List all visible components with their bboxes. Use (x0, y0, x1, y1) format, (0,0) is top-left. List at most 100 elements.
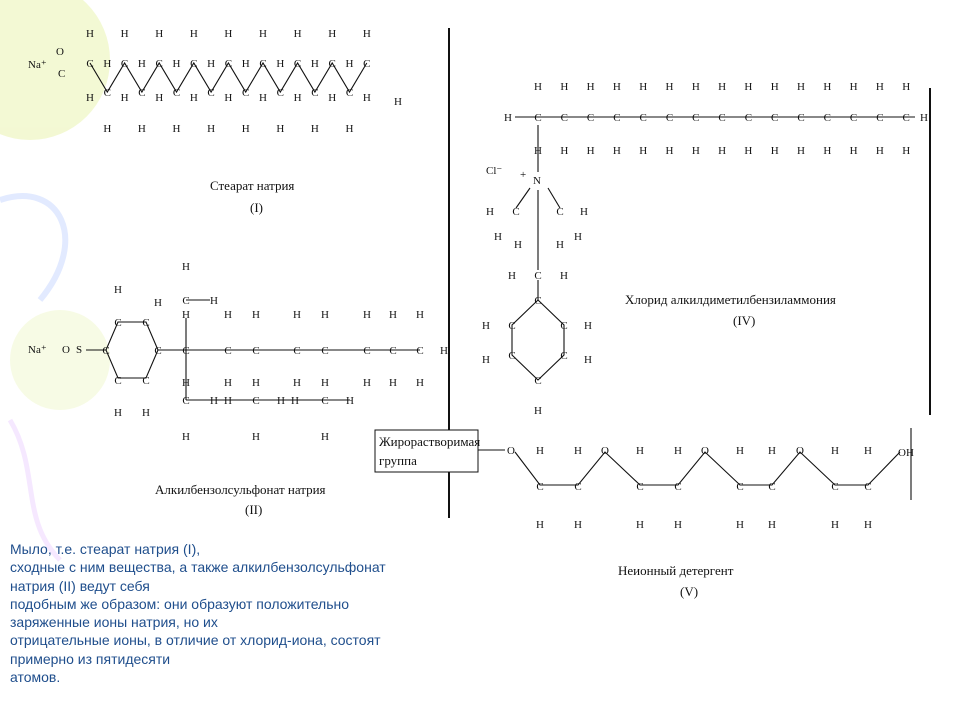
atom-h: H (224, 28, 232, 40)
atom-h: H (294, 28, 302, 40)
atom-c: C (674, 481, 681, 493)
atom-h: H (823, 81, 831, 93)
atom-h: H (560, 81, 568, 93)
atom-c: C (587, 112, 594, 124)
atom-h: H (224, 377, 232, 389)
atom-h: H (207, 123, 215, 135)
atom-h: H (155, 92, 163, 104)
atom-h: H (291, 395, 299, 407)
atom-h: H (294, 92, 302, 104)
atom-h: H (666, 145, 674, 157)
atom-c: C (321, 395, 328, 407)
atom-c-carboxyl: C (58, 68, 65, 80)
lipophilic-group-line1: Жирорастворимая (379, 434, 480, 449)
sodium-ion: Na⁺ (28, 344, 47, 356)
atom-c: C (534, 295, 541, 307)
atom-h: H (182, 309, 190, 321)
atom-h: H (744, 81, 752, 93)
atom-h: H (103, 58, 111, 70)
atom-c: C (154, 345, 161, 357)
atom-h: H (587, 81, 595, 93)
atom-h: H (536, 445, 544, 457)
atom-h: H (276, 123, 284, 135)
atom-h: H (666, 81, 674, 93)
atom-h: H (321, 309, 329, 321)
atom-h: H (744, 145, 752, 157)
caption-line: подобным же образом: они образуют положи… (10, 595, 350, 612)
atom-h-terminal: H (504, 112, 512, 124)
atom-h: H (142, 407, 150, 419)
atom-c: C (114, 317, 121, 329)
atom-h: H (876, 145, 884, 157)
atom-c: C (768, 481, 775, 493)
atom-h: H (636, 445, 644, 457)
atom-h: H (560, 270, 568, 282)
atom-h: H (536, 519, 544, 531)
atom-h: H (224, 395, 232, 407)
atom-c: C (534, 112, 541, 124)
atom-c: C (692, 112, 699, 124)
atom-c: C (561, 112, 568, 124)
atom-h: H (210, 295, 218, 307)
atom-h: H (346, 395, 354, 407)
atom-c: C (321, 345, 328, 357)
atom-c: C (850, 112, 857, 124)
atom-h: H (534, 405, 542, 417)
atom-c: C (121, 58, 128, 70)
atom-o: O (601, 445, 609, 457)
atom-h: H (574, 231, 582, 243)
atom-c: C (560, 350, 567, 362)
atom-c: C (224, 345, 231, 357)
atom-h: H (277, 395, 285, 407)
atom-h: H (363, 92, 371, 104)
atom-h: H (584, 354, 592, 366)
atom-c: C (142, 375, 149, 387)
atom-c: C (102, 345, 109, 357)
atom-h: H (574, 445, 582, 457)
atom-c: C (797, 112, 804, 124)
atom-c: C (293, 345, 300, 357)
atom-h: H (224, 309, 232, 321)
atom-h: H (346, 123, 354, 135)
atom-h: H (613, 81, 621, 93)
atom-c: C (718, 112, 725, 124)
atom-c: C (636, 481, 643, 493)
stearate-chain (89, 61, 368, 94)
atom-h: H (328, 28, 336, 40)
atom-o-sulfonate: O (62, 344, 70, 356)
atom-h: H (876, 81, 884, 93)
atom-h: H (636, 519, 644, 531)
chloride-ion: Cl⁻ (486, 165, 502, 177)
atom-h: H (797, 145, 805, 157)
atom-h: H (155, 28, 163, 40)
caption-line: заряженные ионы натрия, но их (10, 614, 218, 631)
atom-c: C (363, 58, 370, 70)
atom-h: H (138, 58, 146, 70)
atom-h: H (534, 81, 542, 93)
nonionic-number: (V) (680, 584, 698, 599)
atom-h: H (580, 206, 588, 218)
atom-c: C (104, 87, 111, 99)
background-decoration (0, 0, 110, 562)
atom-h: H (416, 309, 424, 321)
atom-h: H (182, 377, 190, 389)
alkylbenzenesulfonate-name: Алкилбензолсульфонат натрия (155, 482, 326, 497)
atom-h: H (190, 92, 198, 104)
atom-h-terminal: H (920, 112, 928, 124)
atom-h: H (207, 58, 215, 70)
atom-o-carboxyl: O (56, 46, 64, 58)
plus-sign: + (520, 169, 526, 181)
benzene-ring-ii (105, 321, 159, 379)
atom-s-sulfonate: S (76, 344, 82, 356)
atom-oh-terminal: OH (898, 447, 914, 459)
atom-h: H (182, 431, 190, 443)
caption-line: атомов. (10, 669, 61, 686)
benzalkonium-name: Хлорид алкилдиметилбензиламмония (625, 292, 836, 307)
atom-c: C (311, 87, 318, 99)
